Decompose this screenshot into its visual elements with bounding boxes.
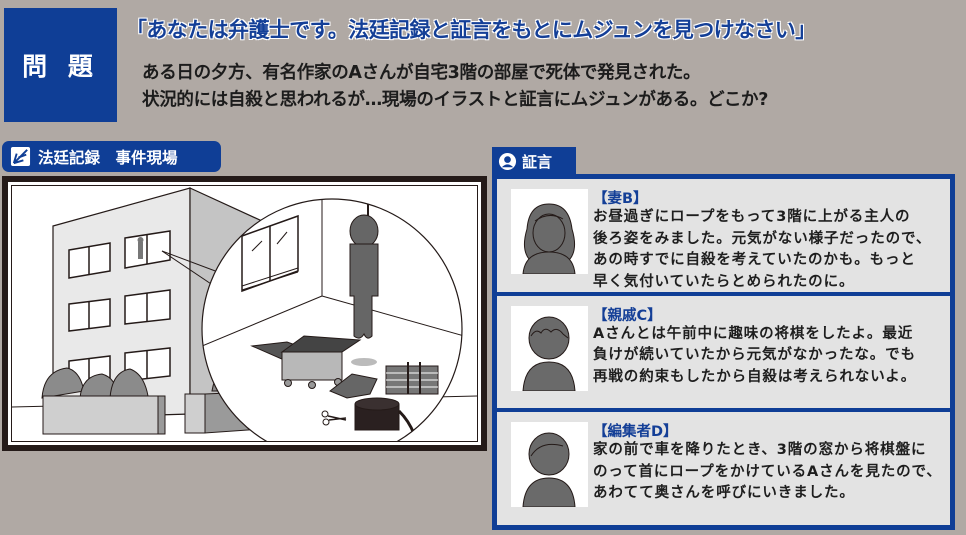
- testimony-line: 早く気付いていたらとめられたのに。: [593, 273, 855, 290]
- testimony-line: お昼過ぎにロープをもって3階に上がる主人の: [593, 209, 911, 225]
- testimony-line: 負けが続いていたから元気がなかったな。でも: [593, 347, 916, 364]
- witness-name: 【親戚C】: [593, 307, 662, 324]
- testimony-text: 家の前で車を降りたとき、3階の窓から将棋盤に のって首にロープをかけているAさん…: [593, 440, 942, 505]
- testimony-line: 後ろ姿をみました。元気がない様子だったので、: [593, 230, 932, 247]
- testimony-line: あの時すでに自殺を考えていたのかも。もっと: [593, 252, 916, 268]
- court-record-icon: [10, 146, 31, 167]
- man-avatar-icon: [511, 305, 588, 391]
- man-avatar-icon: [511, 422, 588, 508]
- testimony-line: あわてて奥さんを呼びにいきました。: [593, 485, 855, 502]
- testimony-card: 【親戚C】 Aさんとは午前中に趣味の将棋をしたよ。最近 負けが続いていたから元気…: [497, 295, 950, 409]
- testimony-line: 家の前で車を降りたとき、3階の窓から将棋盤に: [593, 442, 927, 459]
- hanging-body-icon: [349, 199, 379, 339]
- description-line: 状況的には自殺と思われるが…現場のイラストと証言にムジュンがある。どこか?: [142, 90, 769, 110]
- room-closeup: [201, 198, 463, 441]
- cushion-icon: [329, 373, 378, 399]
- woman-avatar-icon: [511, 189, 588, 274]
- testimony-line: Aさんとは午前中に趣味の将棋をしたよ。最近: [593, 325, 914, 342]
- testimony-text: Aさんとは午前中に趣味の将棋をしたよ。最近 負けが続いていたから元気がなかったな…: [593, 324, 916, 389]
- testimony-card: 【編集者D】 家の前で車を降りたとき、3階の窓から将棋盤に のって首にロープをか…: [497, 412, 950, 526]
- scissors-icon: [321, 410, 347, 426]
- crime-scene-frame: [2, 176, 487, 451]
- witness-name: 【編集者D】: [593, 424, 678, 441]
- room-window: [241, 214, 299, 293]
- testimony-tab[interactable]: 証言: [492, 147, 576, 175]
- witness-name: 【妻B】: [593, 191, 648, 207]
- bundled-books-icon: [385, 362, 439, 395]
- description-line: ある日の夕方、有名作家のAさんが自宅3階の部屋で死体で発見された。: [142, 63, 701, 83]
- rope-coil-icon: [354, 397, 416, 435]
- person-icon: [498, 152, 517, 170]
- floor-mark: [351, 358, 377, 366]
- testimony-line: 再戦の約束もしたから自殺は考えられないよ。: [593, 368, 917, 385]
- testimony-label: 証言: [522, 152, 553, 171]
- crime-scene-illustration: [12, 187, 477, 441]
- question-badge: 問 題: [4, 8, 117, 122]
- testimony-list: 【妻B】 お昼過ぎにロープをもって3階に上がる主人の 後ろ姿をみました。元気がな…: [492, 174, 955, 530]
- testimony-line: のって首にロープをかけているAさんを見たので、: [593, 463, 942, 480]
- question-title: 「あなたは弁護士です。法廷記録と証言をもとにムジュンを見つけなさい」: [126, 18, 816, 42]
- testimony-card: 【妻B】 お昼過ぎにロープをもって3階に上がる主人の 後ろ姿をみました。元気がな…: [497, 179, 950, 292]
- testimony-text: お昼過ぎにロープをもって3階に上がる主人の 後ろ姿をみました。元気がない様子だっ…: [593, 207, 931, 293]
- question-description: ある日の夕方、有名作家のAさんが自宅3階の部屋で死体で発見された。 状況的には自…: [142, 60, 768, 114]
- court-record-label: 法廷記録 事件現場: [38, 148, 178, 167]
- court-record-tab[interactable]: 法廷記録 事件現場: [2, 141, 221, 172]
